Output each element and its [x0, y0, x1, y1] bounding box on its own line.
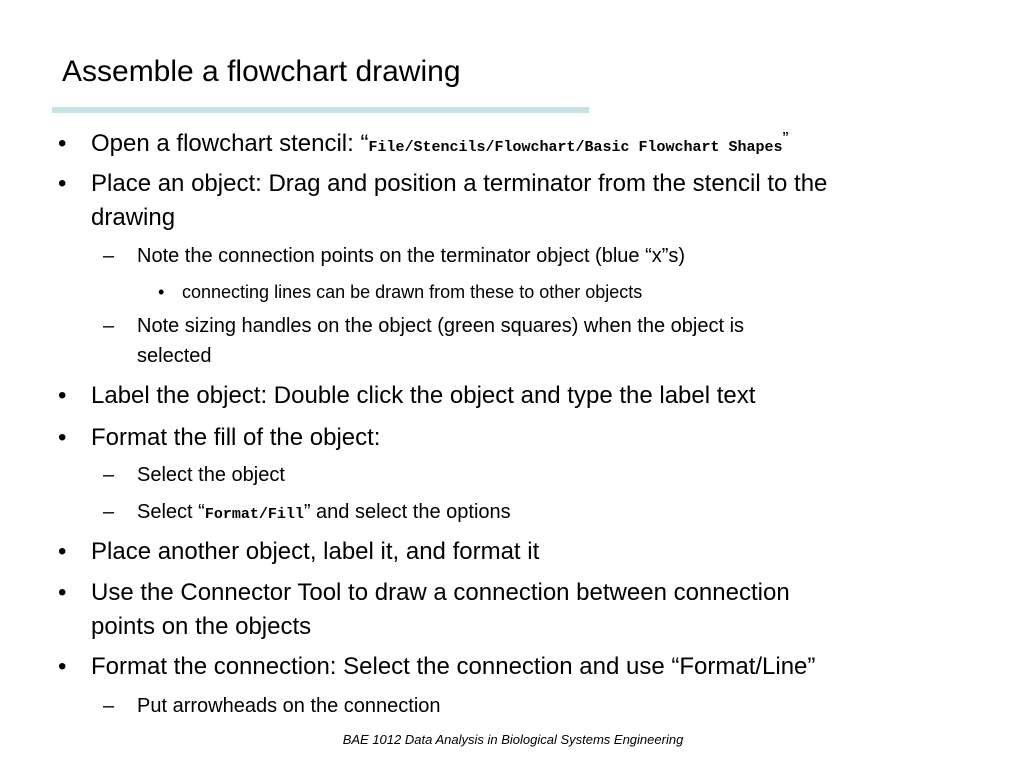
bullet-marker: • — [58, 538, 67, 565]
dash-marker: – — [103, 501, 115, 523]
subbullet-select-object: – Select the object — [103, 460, 285, 490]
subbullet-sizing-handles-cont: selected — [137, 341, 212, 371]
bullet-marker: • — [58, 382, 67, 409]
subsubbullet-connecting-lines: • connecting lines can be drawn from the… — [158, 279, 643, 305]
bullet-text-line2: points on the objects — [91, 613, 312, 640]
bullet-text-suffix: ” — [782, 129, 789, 149]
subbullet-text-line1: Note sizing handles on the object (green… — [137, 315, 745, 337]
subbullet-text: Select the object — [137, 464, 285, 486]
subbullet-connection-points: – Note the connection points on the term… — [103, 241, 686, 271]
bullet-place-object-cont: drawing — [91, 201, 175, 235]
title-underline — [52, 107, 589, 113]
bullet-open-stencil: • Open a flowchart stencil: “File/Stenci… — [58, 127, 789, 165]
bullet-marker: • — [58, 170, 67, 197]
format-fill-code: Format/Fill — [204, 506, 304, 523]
subbullet-format-fill-menu: – Select “Format/Fill” and select the op… — [103, 497, 511, 530]
subbullet-text-prefix: Select “ — [137, 501, 205, 523]
bullet-marker: • — [58, 130, 67, 157]
bullet-connector-tool: • Use the Connector Tool to draw a conne… — [58, 576, 790, 610]
bullet-format-fill: • Format the fill of the object: — [58, 421, 381, 455]
bullet-text-line1: Place an object: Drag and position a ter… — [91, 170, 828, 197]
bullet-marker: • — [58, 653, 67, 680]
stencil-path: File/Stencils/Flowchart/Basic Flowchart … — [368, 139, 783, 156]
bullet-marker: • — [158, 282, 165, 302]
slide-footer: BAE 1012 Data Analysis in Biological Sys… — [0, 731, 1024, 749]
bullet-text: Format the connection: Select the connec… — [91, 653, 816, 680]
bullet-text-line2: drawing — [91, 204, 176, 231]
bullet-label-object: • Label the object: Double click the obj… — [58, 379, 756, 413]
subbullet-text-line2: selected — [137, 345, 212, 367]
dash-marker: – — [103, 245, 115, 267]
subbullet-arrowheads: – Put arrowheads on the connection — [103, 691, 441, 721]
subsubbullet-text: connecting lines can be drawn from these… — [182, 282, 643, 302]
subbullet-text-suffix: ” and select the options — [303, 501, 511, 523]
bullet-text-line1: Use the Connector Tool to draw a connect… — [91, 579, 790, 606]
bullet-place-another: • Place another object, label it, and fo… — [58, 535, 540, 569]
bullet-connector-tool-cont: points on the objects — [91, 610, 311, 644]
dash-marker: – — [103, 695, 115, 717]
bullet-text: Format the fill of the object: — [91, 424, 381, 451]
bullet-text: Place another object, label it, and form… — [91, 538, 540, 565]
subbullet-text: Put arrowheads on the connection — [137, 695, 441, 717]
footer-text: BAE 1012 Data Analysis in Biological Sys… — [342, 732, 684, 747]
bullet-format-connection: • Format the connection: Select the conn… — [58, 650, 816, 684]
dash-marker: – — [103, 315, 115, 337]
subbullet-text: Note the connection points on the termin… — [137, 245, 686, 267]
bullet-marker: • — [58, 579, 67, 606]
bullet-text: Open a flowchart stencil: “ — [91, 130, 369, 157]
bullet-place-object: • Place an object: Drag and position a t… — [58, 167, 828, 201]
subbullet-sizing-handles: – Note sizing handles on the object (gre… — [103, 311, 745, 341]
dash-marker: – — [103, 464, 115, 486]
bullet-marker: • — [58, 424, 67, 451]
slide-title: Assemble a flowchart drawing — [62, 55, 461, 88]
bullet-text: Label the object: Double click the objec… — [91, 382, 756, 409]
